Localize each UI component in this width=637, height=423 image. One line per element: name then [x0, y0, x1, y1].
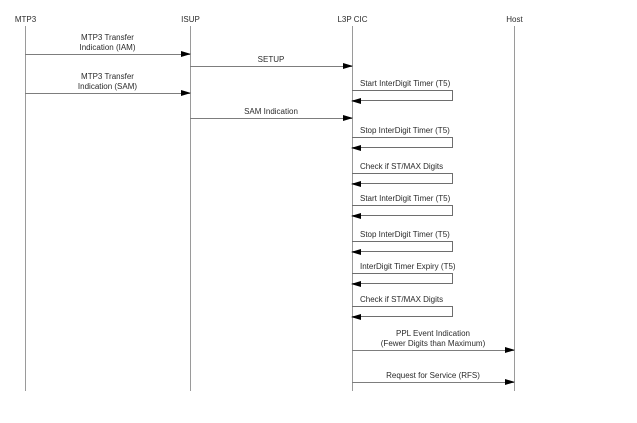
arrowhead-left-icon [351, 314, 361, 320]
lifeline-l3p-cic: L3P CIC [337, 15, 368, 391]
arrowhead-right-icon [343, 115, 353, 121]
message-label: MTP3 Transfer Indication (SAM) [77, 72, 138, 91]
arrowhead-left-icon [351, 181, 361, 187]
message-label: Start InterDigit Timer (T5) [360, 194, 451, 203]
self-message-start-interdigit-timer-2: Start InterDigit Timer (T5) [351, 194, 453, 219]
arrowhead-right-icon [505, 379, 515, 385]
arrowhead-left-icon [351, 98, 361, 104]
actor-label-isup: ISUP [181, 15, 200, 24]
message-setup: SETUP [190, 55, 353, 69]
message-label: SAM Indication [244, 107, 298, 116]
self-message-start-interdigit-timer-1: Start InterDigit Timer (T5) [351, 79, 453, 104]
actor-label-host: Host [506, 15, 523, 24]
arrowhead-left-icon [351, 213, 361, 219]
actor-label-mtp3: MTP3 [14, 15, 37, 24]
arrowhead-right-icon [505, 347, 515, 353]
arrowhead-right-icon [181, 51, 191, 57]
message-label: Stop InterDigit Timer (T5) [360, 230, 450, 239]
arrowhead-right-icon [181, 90, 191, 96]
message-request-for-service-rfs: Request for Service (RFS) [352, 371, 515, 385]
arrowhead-left-icon [351, 145, 361, 151]
lifeline-isup: ISUP [181, 15, 200, 391]
message-label: SETUP [257, 55, 285, 64]
arrowhead-left-icon [351, 249, 361, 255]
self-message-check-st-max-digits-2: Check if ST/MAX Digits [351, 295, 453, 320]
message-label: MTP3 Transfer Indication (IAM) [79, 33, 136, 52]
self-message-check-st-max-digits-1: Check if ST/MAX Digits [351, 162, 453, 187]
message-label: Check if ST/MAX Digits [360, 295, 444, 304]
self-message-stop-interdigit-timer-1: Stop InterDigit Timer (T5) [351, 126, 453, 151]
self-message-interdigit-timer-expiry: InterDigit Timer Expiry (T5) [351, 262, 456, 287]
message-label: Stop InterDigit Timer (T5) [360, 126, 450, 135]
message-label: PPL Event Indication (Fewer Digits than … [380, 329, 486, 348]
message-sam-indication: SAM Indication [190, 107, 353, 121]
message-label: Request for Service (RFS) [386, 371, 480, 380]
arrowhead-left-icon [351, 281, 361, 287]
message-ppl-event-indication: PPL Event Indication (Fewer Digits than … [352, 329, 515, 353]
message-mtp3-transfer-iam: MTP3 Transfer Indication (IAM) [25, 33, 191, 57]
actor-label-l3p-cic: L3P CIC [337, 15, 368, 24]
message-label: Start InterDigit Timer (T5) [360, 79, 451, 88]
arrowhead-right-icon [343, 63, 353, 69]
message-label: Check if ST/MAX Digits [360, 162, 444, 171]
lifeline-host: Host [506, 15, 523, 391]
message-mtp3-transfer-sam: MTP3 Transfer Indication (SAM) [25, 72, 191, 96]
lifeline-mtp3: MTP3 [15, 15, 36, 391]
self-message-stop-interdigit-timer-2: Stop InterDigit Timer (T5) [351, 230, 453, 255]
message-label: InterDigit Timer Expiry (T5) [360, 262, 456, 271]
